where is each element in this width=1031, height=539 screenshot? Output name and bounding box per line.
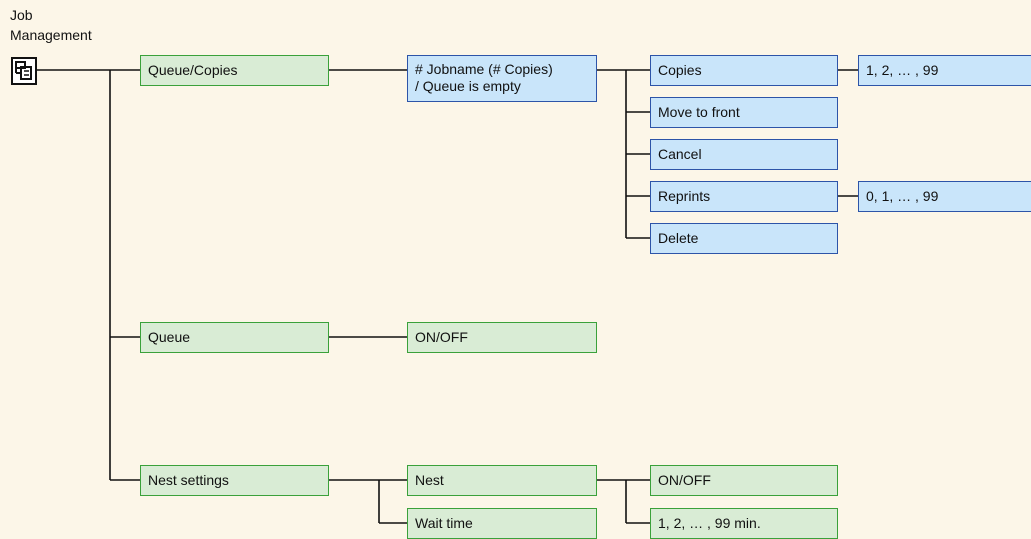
node-jobname: # Jobname (# Copies) / Queue is empty [407, 55, 597, 102]
node-delete: Delete [650, 223, 838, 254]
job-queue-icon [11, 57, 37, 85]
node-reprints: Reprints [650, 181, 838, 212]
node-queue-copies: Queue/Copies [140, 55, 329, 86]
title-line-2: Management [10, 27, 92, 43]
node-nest: Nest [407, 465, 597, 496]
node-nest-onoff: ON/OFF [650, 465, 838, 496]
node-jobname-line-2: / Queue is empty [415, 78, 521, 94]
node-copies-range: 1, 2, … , 99 [858, 55, 1031, 86]
diagram-title: Job Management [10, 5, 92, 45]
node-jobname-line-1: # Jobname (# Copies) [415, 61, 553, 77]
node-queue-onoff: ON/OFF [407, 322, 597, 353]
node-reprints-range: 0, 1, … , 99 [858, 181, 1031, 212]
node-nest-settings: Nest settings [140, 465, 329, 496]
node-queue: Queue [140, 322, 329, 353]
node-cancel: Cancel [650, 139, 838, 170]
node-copies: Copies [650, 55, 838, 86]
node-move-to-front: Move to front [650, 97, 838, 128]
node-wait-time: Wait time [407, 508, 597, 539]
node-wait-time-range: 1, 2, … , 99 min. [650, 508, 838, 539]
title-line-1: Job [10, 7, 33, 23]
